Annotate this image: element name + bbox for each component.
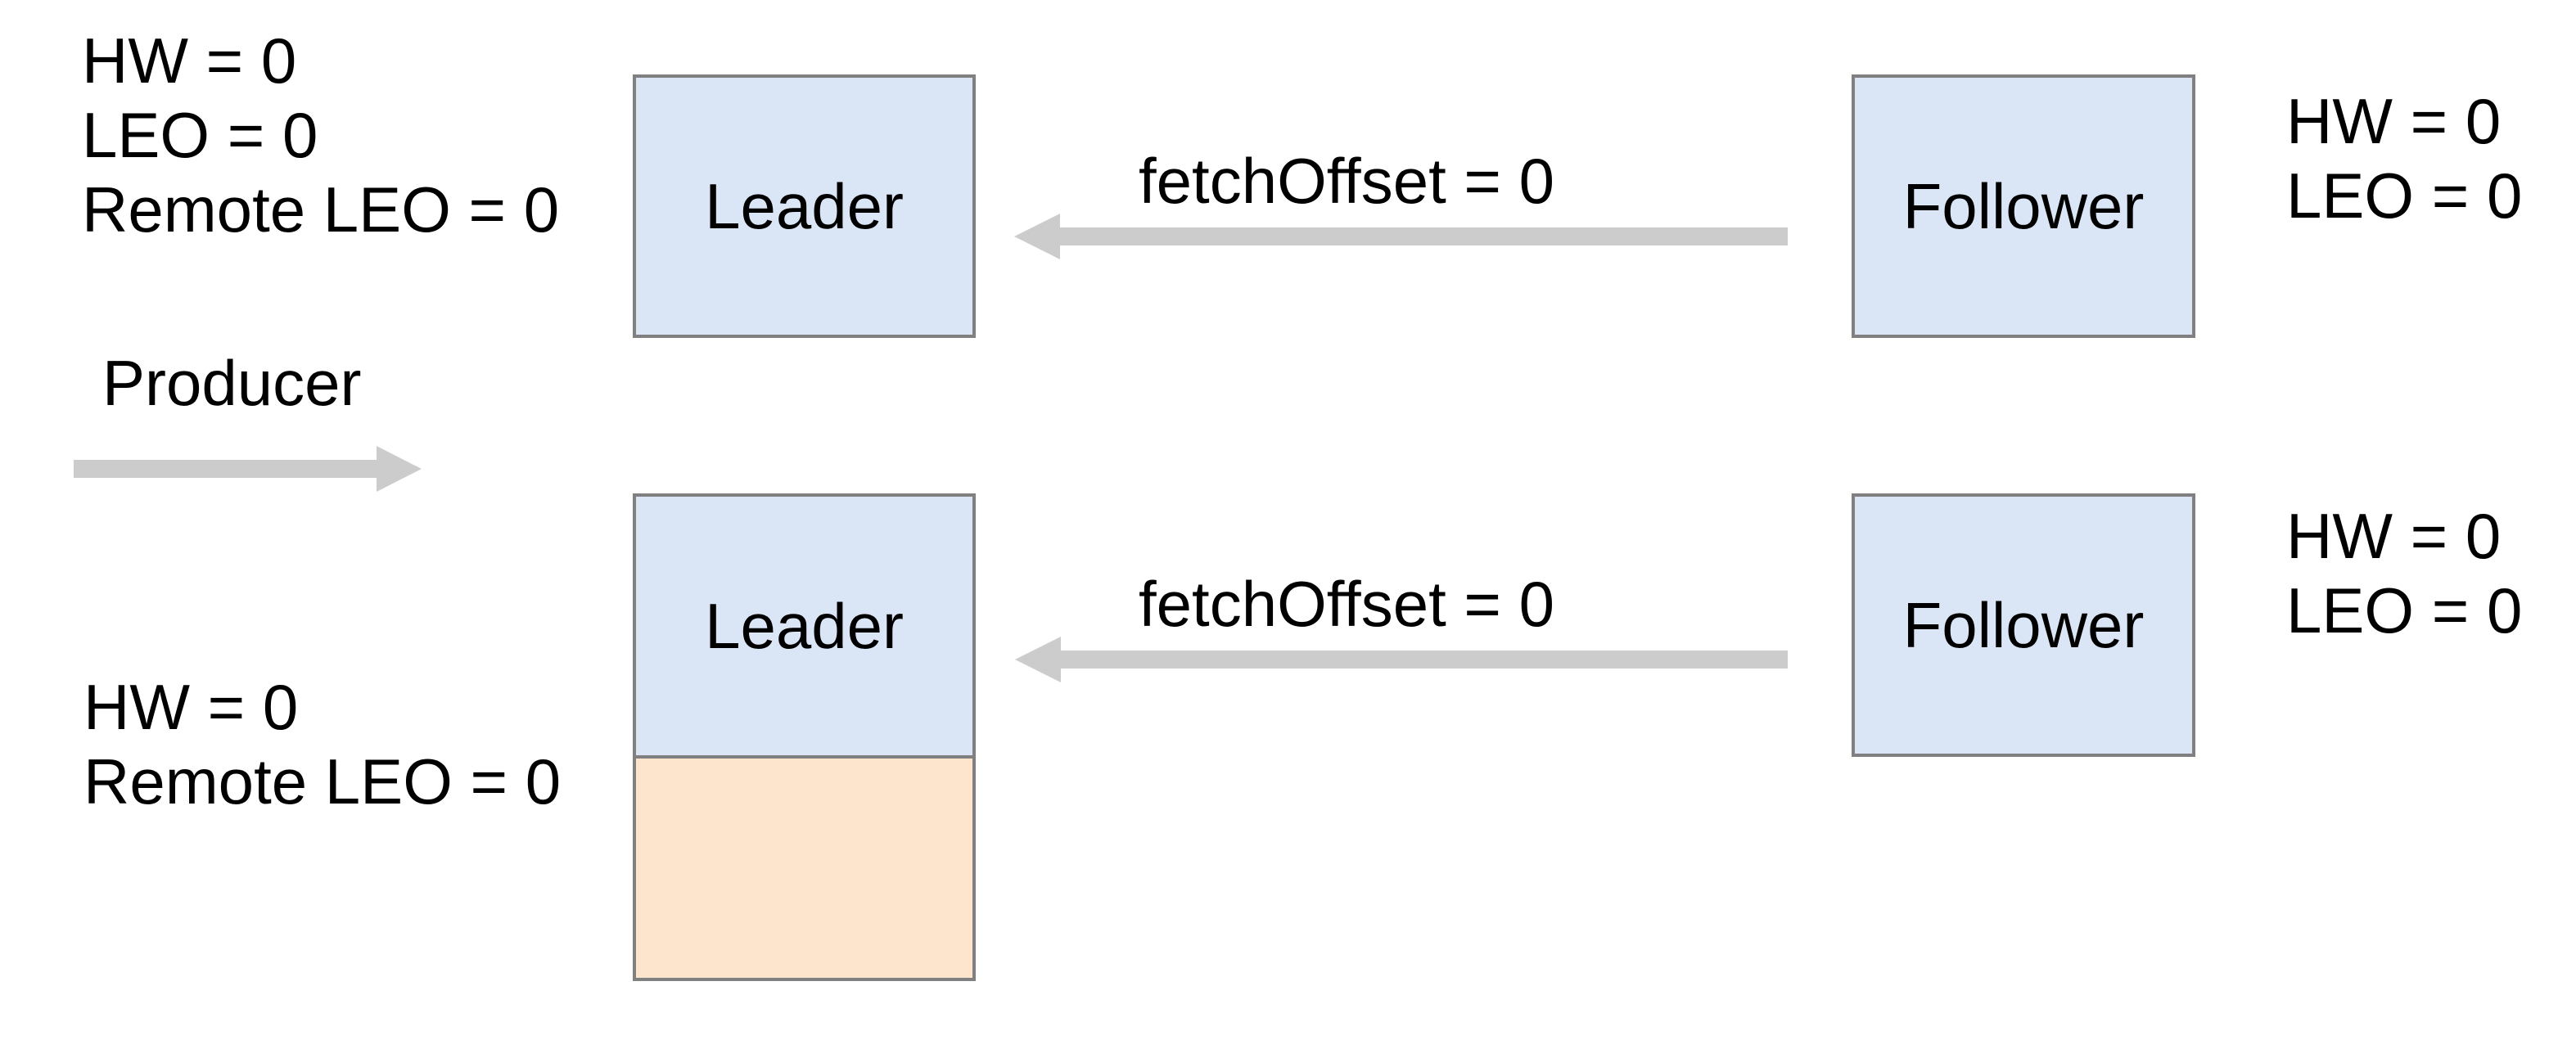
- top-follower-leo-value: LEO = 0: [2286, 160, 2523, 232]
- bottom-follower-leo-value: LEO = 0: [2286, 574, 2523, 646]
- bottom-follower-hw-value: HW = 0: [2286, 500, 2502, 572]
- bottom-fetch-arrow-shaft: [1061, 651, 1788, 669]
- bottom-fetch-arrow-left-head-icon: [1015, 637, 1061, 682]
- top-follower-hw-value: HW = 0: [2286, 85, 2502, 157]
- bottom-leader-box: Leader: [633, 493, 976, 981]
- top-follower-box-label: Follower: [1902, 169, 2145, 242]
- top-leader-leo-value: LEO = 0: [82, 99, 318, 171]
- bottom-follower-box-label: Follower: [1902, 588, 2145, 661]
- top-follower-box: Follower: [1852, 74, 2195, 338]
- top-fetch-arrow-shaft: [1060, 227, 1788, 245]
- top-leader-hw-value: HW = 0: [82, 25, 297, 97]
- top-leader-remote-leo-value: Remote LEO = 0: [82, 173, 560, 245]
- bottom-leader-box-label: Leader: [705, 589, 904, 662]
- bottom-leader-committed-region: Leader: [636, 497, 972, 759]
- bottom-follower-box: Follower: [1852, 493, 2195, 757]
- producer-arrow-shaft: [74, 460, 377, 478]
- producer-arrow-right-head-icon: [377, 446, 422, 492]
- top-leader-state-annotation: HW = 0 LEO = 0 Remote LEO = 0: [82, 24, 559, 247]
- top-follower-state-annotation: HW = 0 LEO = 0: [2286, 84, 2522, 233]
- bottom-leader-uncommitted-region: [636, 759, 972, 978]
- bottom-fetch-offset-label: fetchOffset = 0: [1138, 568, 1555, 640]
- bottom-leader-remote-leo-value: Remote LEO = 0: [83, 745, 562, 817]
- top-fetch-offset-label: fetchOffset = 0: [1138, 145, 1555, 217]
- producer-label: Producer: [102, 347, 362, 419]
- bottom-leader-hw-value: HW = 0: [83, 671, 299, 743]
- bottom-leader-state-annotation: HW = 0 Remote LEO = 0: [83, 670, 561, 819]
- top-leader-box-label: Leader: [705, 169, 904, 242]
- bottom-follower-state-annotation: HW = 0 LEO = 0: [2286, 499, 2522, 648]
- top-leader-box: Leader: [633, 74, 976, 338]
- top-fetch-arrow-left-head-icon: [1014, 214, 1060, 259]
